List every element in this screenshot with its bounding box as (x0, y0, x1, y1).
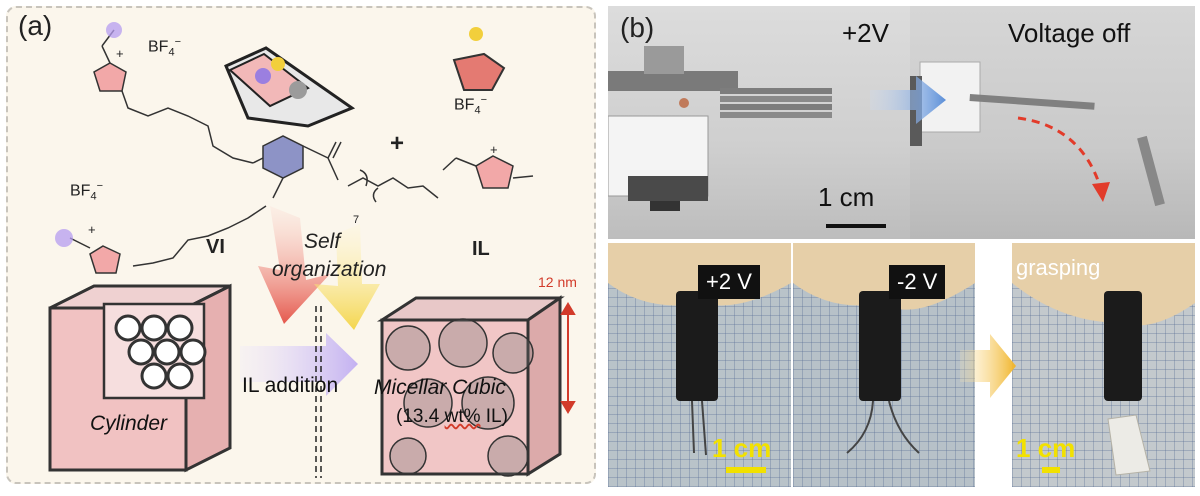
photo-voltage-on: (b) +2V 1 cm (608, 6, 910, 239)
left-bf4-label: BF4− (70, 180, 104, 203)
positive-voltage-label: +2 V (698, 265, 760, 299)
il-cation-charge: + (490, 142, 498, 157)
il-label: IL (472, 238, 490, 260)
micellar-cubic-cube (376, 295, 565, 477)
top-vinyl-highlight (106, 22, 122, 38)
micellar-cubic-label: Micellar Cubic (374, 376, 506, 399)
ester-chain (347, 177, 439, 199)
top-imidazolium-ring (93, 22, 127, 92)
wedge-charge-3 (289, 81, 307, 99)
il-bf4-label: BF4− (454, 94, 488, 117)
panel-a-label: (a) (18, 10, 53, 41)
bottom-vinyl-highlight (55, 229, 73, 247)
photo-negative-voltage: -2 V (793, 243, 975, 487)
chain-subscript: 7 (353, 214, 360, 226)
photo-grasping: grasping 1 cm (1012, 243, 1195, 487)
panel-a-drawing (48, 22, 576, 478)
b1-scale-bar (726, 467, 766, 473)
bottom-cation-charge: + (88, 222, 96, 237)
top-bf4-label: BF4− (148, 36, 182, 59)
il-anion-icon (452, 27, 506, 91)
chain-bracket (359, 169, 379, 203)
b3-scale-bar (1042, 467, 1060, 473)
dimension-arrow (560, 302, 576, 414)
top-alkyl-chain (121, 90, 254, 164)
wedge-charge-1 (255, 68, 271, 84)
b3-scale-label: 1 cm (1016, 433, 1076, 463)
il-content-label: (13.4 wt% IL) (396, 406, 508, 427)
grasping-label: grasping (1016, 255, 1101, 280)
top-cation-charge: + (116, 46, 124, 61)
b1-scale-label: 1 cm (712, 433, 772, 463)
self-organization-line1: Self (304, 230, 341, 253)
photo-voltage-off: Voltage off (910, 6, 1195, 239)
cylinder-cube (48, 283, 232, 473)
actuator-rig-on (608, 46, 832, 211)
top-scale-label: 1 cm (818, 182, 875, 212)
benzene-core (252, 135, 342, 199)
voltage-off-label: Voltage off (1008, 18, 1131, 48)
wedge-charge-2 (271, 57, 285, 71)
wedge-schematic (224, 46, 356, 128)
self-organization-red-arrow (258, 206, 330, 324)
panel-b-label: (b) (620, 12, 655, 43)
il-cation-structure (442, 155, 534, 189)
cylinder-label: Cylinder (90, 412, 168, 435)
gripper-grasping (1012, 243, 1195, 476)
top-scale-bar (826, 224, 886, 228)
self-organization-yellow-arrow (314, 224, 380, 330)
panel-a: (a) + BF4− BF4− + BF4− + + 7 VI IL Self … (6, 6, 596, 484)
il-addition-arrow (240, 333, 358, 396)
self-organization-line2: organization (272, 258, 387, 281)
bottom-alkyl-chain (132, 205, 267, 267)
photo-positive-voltage: +2 V 1 cm (608, 243, 791, 487)
plus-sign: + (390, 130, 405, 157)
cylinder-rings (114, 314, 207, 390)
dimension-label: 12 nm (538, 274, 577, 290)
negative-voltage-label: -2 V (889, 265, 946, 299)
il-addition-label: IL addition (242, 374, 339, 397)
gripper-spread (793, 243, 975, 454)
vi-label: VI (206, 236, 225, 258)
bottom-imidazolium-ring (55, 229, 121, 274)
micelle-spheres (385, 318, 534, 477)
voltage-on-label: +2V (842, 18, 889, 48)
